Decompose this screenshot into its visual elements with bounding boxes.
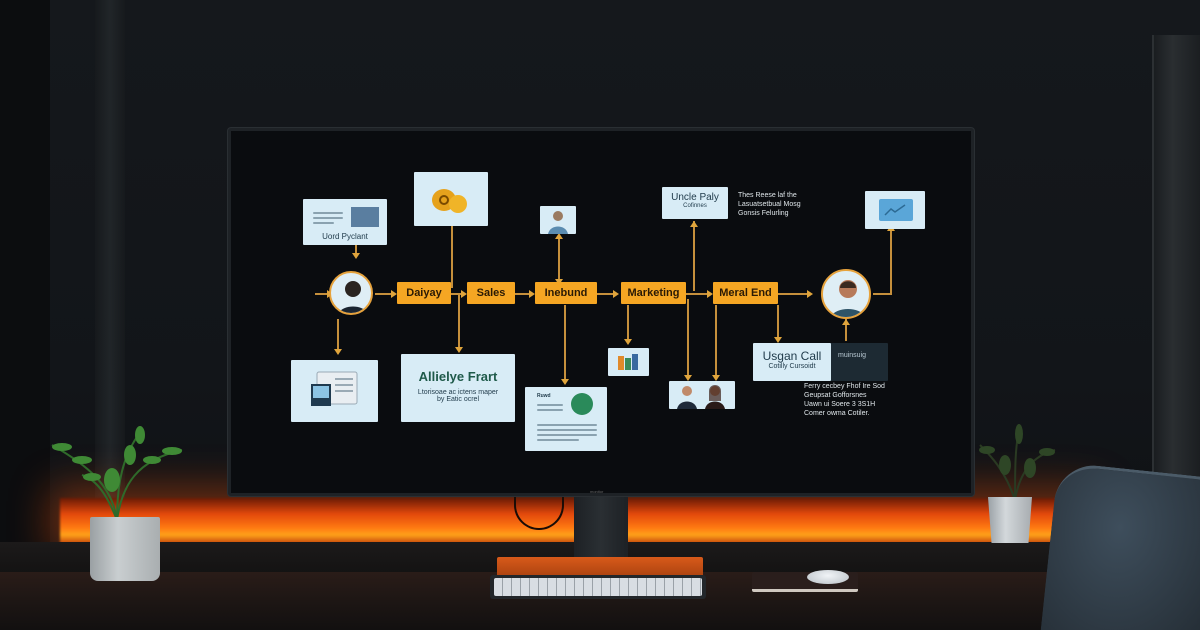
wire: [597, 293, 617, 295]
mouse[interactable]: [807, 570, 849, 584]
arrow-icon: [455, 347, 463, 353]
card-people[interactable]: [669, 381, 735, 409]
wire: [686, 293, 710, 295]
wire: [873, 293, 891, 295]
arrow-icon: [529, 290, 535, 298]
wire: [693, 221, 695, 291]
arrow-icon: [391, 290, 397, 298]
card-uncle-paly[interactable]: Uncle Paly Cofinnes: [662, 187, 728, 219]
card-analyze[interactable]: Allielye Frart Ltorisoae ac ictens maper…: [401, 354, 515, 422]
card-top-far-right[interactable]: [865, 191, 925, 229]
arrow-icon: [624, 339, 632, 345]
person-icon: [338, 281, 368, 313]
flowchart-screen: Daiyay Sales Inebund Marketing Meral End…: [231, 131, 971, 493]
card-report[interactable]: Ruwd: [525, 387, 607, 451]
avatar-right[interactable]: [821, 269, 871, 319]
card-chart[interactable]: [608, 348, 649, 376]
keyboard[interactable]: [490, 575, 706, 599]
plant-icon: [979, 424, 1056, 500]
two-people-icon: [677, 385, 725, 409]
photo-icon: [351, 207, 379, 227]
keys: [494, 578, 702, 596]
avatar-left[interactable]: [329, 271, 373, 315]
arrow-icon: [684, 375, 692, 381]
card-person[interactable]: [540, 206, 576, 234]
wire: [845, 319, 847, 341]
person-icon: [548, 211, 568, 234]
monitor-brand: monitor: [590, 489, 604, 494]
arrow-icon: [842, 319, 850, 325]
arrow-icon: [690, 221, 698, 227]
node-marketing[interactable]: Marketing: [621, 282, 686, 304]
node-meral-end[interactable]: Meral End: [713, 282, 778, 304]
wire: [451, 226, 453, 288]
monitor-cable: [514, 494, 564, 530]
card-usgan-call[interactable]: Usgan Call Cotilly Cursoidt: [753, 343, 831, 381]
wire: [890, 230, 892, 295]
person-icon: [830, 280, 866, 317]
monitor-stand-base: [497, 557, 703, 579]
wall-left: [0, 0, 50, 630]
node-sales[interactable]: Sales: [467, 282, 515, 304]
monitor-stand: [574, 494, 628, 560]
arrow-icon: [807, 290, 813, 298]
pie-chart-icon: [571, 393, 593, 415]
card-top-center[interactable]: [414, 172, 488, 226]
wire: [375, 293, 395, 295]
wire: [458, 295, 460, 350]
arrow-icon: [707, 290, 713, 298]
arrow-icon: [334, 349, 342, 355]
wire: [627, 305, 629, 343]
node-daiyay[interactable]: Daiyay: [397, 282, 451, 304]
arrow-icon: [774, 337, 782, 343]
plant-icon: [51, 426, 183, 521]
arrow-icon: [613, 290, 619, 298]
wire: [337, 319, 339, 351]
arrow-icon: [555, 233, 563, 239]
printer-document-icon: [311, 371, 358, 406]
arrow-icon: [712, 375, 720, 381]
wire: [777, 305, 779, 339]
chart-folder-icon: [879, 199, 913, 221]
arrow-icon: [561, 379, 569, 385]
wire: [778, 293, 808, 295]
arrow-icon: [352, 253, 360, 259]
coins-icon: [432, 189, 467, 213]
office-chair: [1038, 461, 1200, 630]
wire: [315, 293, 329, 295]
pot-right: [988, 497, 1032, 543]
wire: [564, 305, 566, 381]
pot-left: [90, 517, 160, 581]
wire: [715, 305, 717, 377]
note-bottom-right: Ferry cecbey Fhof Ire Sod Geupsat Goffor…: [804, 383, 885, 417]
chart-icon: [618, 354, 638, 370]
arrow-icon: [461, 290, 467, 298]
wire: [558, 235, 560, 283]
wire: [687, 299, 689, 377]
note-top-right: Thes Reese laf the Lasuatsetbual Mosg Go…: [738, 192, 801, 217]
wire: [451, 293, 465, 295]
card-top-left[interactable]: Uord Pyclant: [303, 199, 387, 245]
card-printer[interactable]: [291, 360, 378, 422]
wire: [515, 293, 533, 295]
node-inebund[interactable]: Inebund: [535, 282, 597, 304]
